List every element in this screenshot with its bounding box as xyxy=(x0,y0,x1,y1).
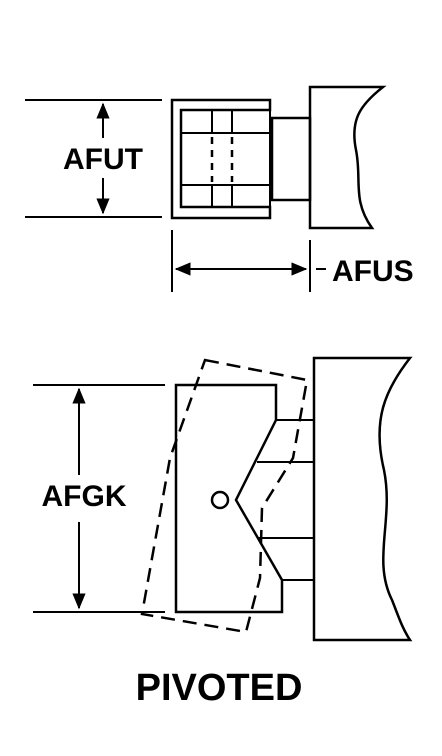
mounting-surface xyxy=(308,85,387,230)
pivoted-caption: PIVOTED xyxy=(136,667,303,709)
pivoted-outline xyxy=(140,358,309,634)
afut-label: AFUT xyxy=(63,143,143,176)
afus-label: AFUS xyxy=(332,255,414,288)
mounting-surface xyxy=(312,356,413,642)
clamp-body xyxy=(174,383,284,614)
bottom-view: AFGK PIVOTED xyxy=(33,356,413,709)
clamp-body xyxy=(170,98,272,220)
connector-block xyxy=(270,116,312,202)
afgk-label: AFGK xyxy=(42,480,127,513)
pivot-pin xyxy=(210,490,230,510)
top-view: AFUT AFUS xyxy=(25,85,414,292)
